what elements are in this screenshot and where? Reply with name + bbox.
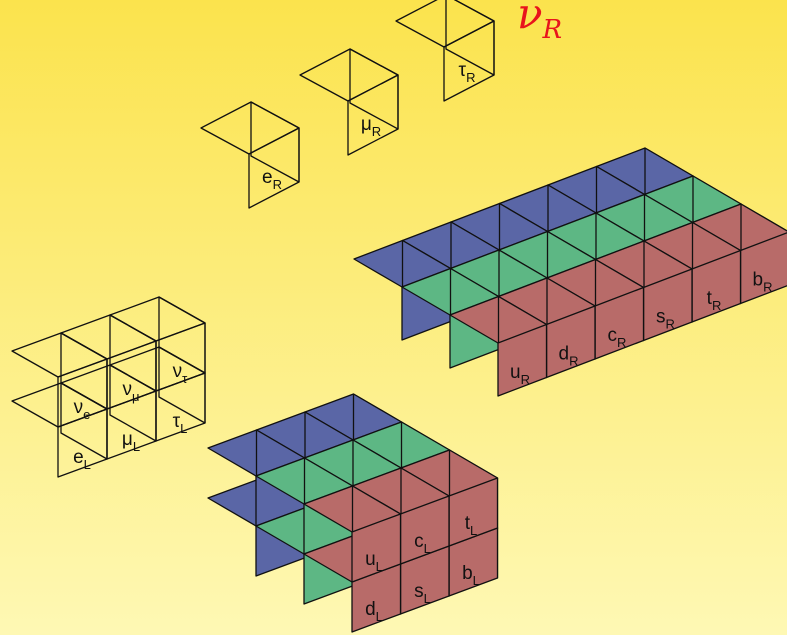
quark-l-cube-0-1-0: uL xyxy=(303,485,402,583)
lepton-l-label-2: ντ xyxy=(173,361,189,386)
lepton-l-label-4: μL xyxy=(122,429,140,454)
lepton-l-cube-5: τL xyxy=(109,346,206,442)
quark-r-cube-0-4: tR xyxy=(643,221,742,323)
quark-r-label-2: cR xyxy=(608,325,627,350)
right-handed-leptons-group: eR μR τR xyxy=(200,0,495,209)
quark-l-label-5: bL xyxy=(462,563,480,588)
lepton-l-label-5: τL xyxy=(173,411,188,436)
left-handed-quarks-block: bL sL dL tL cL uL xyxy=(207,393,499,633)
quark-r-label-1: dR xyxy=(559,344,579,369)
quark-r-label-3: sR xyxy=(656,307,675,332)
quark-l-label-1: cL xyxy=(414,531,431,556)
quark-l-cube-0-1-1: cL xyxy=(351,467,450,565)
quark-l-label-3: dL xyxy=(365,599,383,624)
quark-r-cube-0-1: dR xyxy=(497,277,596,379)
lepton-l-cube-5-front xyxy=(155,372,206,442)
lepton-r-label-0: eR xyxy=(262,167,282,192)
quark-l-label-2: tL xyxy=(465,513,478,538)
quark-l-label-4: sL xyxy=(414,581,431,606)
nu-r-title: νR xyxy=(517,0,562,45)
quark-r-label-5: bR xyxy=(753,270,773,295)
lepton-r-label-1: μR xyxy=(361,114,381,139)
lepton-r-cube-0-front xyxy=(248,127,300,209)
quark-r-label-4: tR xyxy=(707,288,722,313)
quark-r-label-0: uR xyxy=(510,362,530,387)
left-handed-leptons-block: νe νμ ντ eL μL τL xyxy=(11,296,206,478)
lepton-l-label-1: νμ xyxy=(123,379,140,404)
lepton-r-cube-1-front xyxy=(347,74,399,156)
lepton-r-cube-1: μR xyxy=(299,48,399,156)
lepton-r-cube-2: τR xyxy=(395,0,495,102)
lepton-r-label-2: τR xyxy=(459,60,476,85)
lepton-r-cube-0: eR xyxy=(200,101,300,209)
lepton-l-label-0: νe xyxy=(74,397,91,422)
lepton-r-cube-2-front xyxy=(443,20,495,102)
quark-l-label-0: uL xyxy=(365,549,383,574)
right-handed-quarks-block: bR tR sR cR dR uR xyxy=(353,147,787,397)
quark-r-cube-0-3: sR xyxy=(594,240,693,342)
quark-r-cube-0-5: bR xyxy=(691,203,787,305)
quark-r-cube-0-0: uR xyxy=(449,295,548,397)
lepton-l-label-3: eL xyxy=(73,447,91,472)
quark-l-cube-0-1-0-front xyxy=(351,513,402,583)
quark-r-cube-0-0-front xyxy=(497,323,548,397)
